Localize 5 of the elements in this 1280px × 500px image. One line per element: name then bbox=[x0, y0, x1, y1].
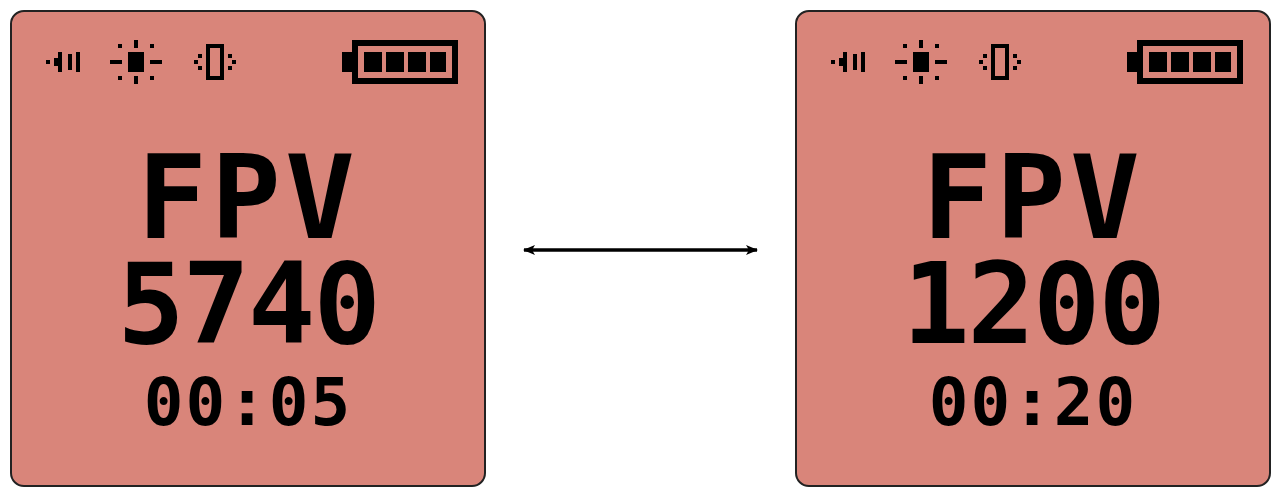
double-arrow bbox=[523, 245, 758, 255]
display-screen bbox=[795, 10, 1271, 487]
display-screen bbox=[10, 10, 486, 487]
timer-readout: 00:20 bbox=[927, 370, 1139, 436]
timer-readout: 00:05 bbox=[142, 370, 354, 436]
